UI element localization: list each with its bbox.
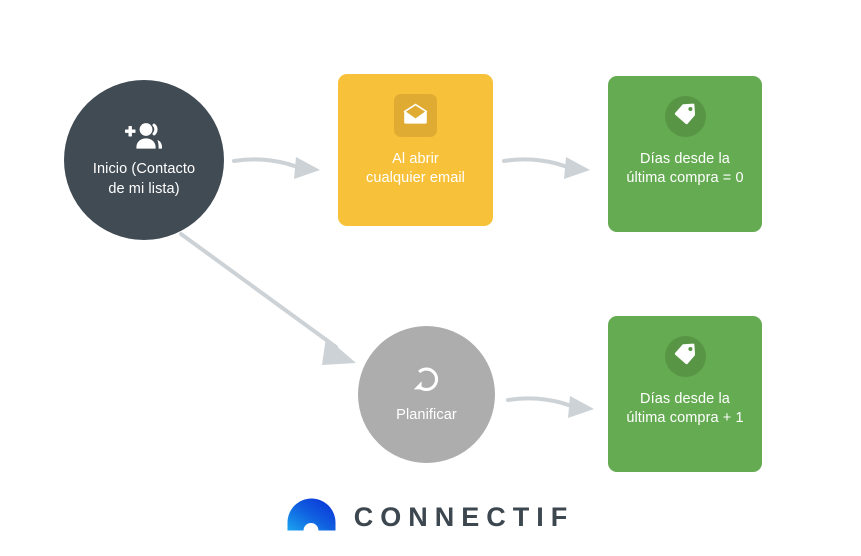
node-days-zero-label: Días desde la última compra = 0 — [626, 151, 744, 187]
connector-schedule-to-days-plus-one — [506, 396, 594, 418]
node-schedule-label: Planificar — [396, 406, 457, 423]
node-open-email[interactable]: Al abrir cualquier email — [338, 74, 493, 226]
connector-start-to-open-email — [232, 157, 320, 179]
logo-wordmark: CONNECTIF — [353, 501, 575, 532]
open-envelope-icon — [403, 103, 428, 129]
open-envelope-badge — [394, 94, 437, 137]
node-open-email-label: Al abrir cualquier email — [365, 151, 466, 187]
tag-icon — [674, 343, 696, 370]
loop-arrow-icon — [412, 364, 442, 394]
tag-badge — [664, 336, 706, 377]
node-days-plus-one[interactable]: Días desde la última compra + 1 — [608, 316, 762, 472]
node-days-plus-one-label: Días desde la última compra + 1 — [626, 391, 744, 427]
person-add-icon — [124, 121, 164, 151]
connectif-logo: CONNECTIF — [0, 498, 861, 536]
node-days-zero[interactable]: Días desde la última compra = 0 — [608, 76, 762, 232]
connector-open-email-to-days-zero — [502, 157, 590, 179]
connector-start-to-schedule — [179, 232, 356, 365]
node-schedule[interactable]: Planificar — [358, 326, 495, 463]
node-start[interactable]: Inicio (Contacto de mi lista) — [64, 80, 224, 240]
tag-badge — [664, 96, 706, 137]
tag-icon — [674, 103, 696, 130]
node-start-label: Inicio (Contacto de mi lista) — [92, 161, 196, 197]
connectif-arch-icon — [287, 498, 336, 536]
